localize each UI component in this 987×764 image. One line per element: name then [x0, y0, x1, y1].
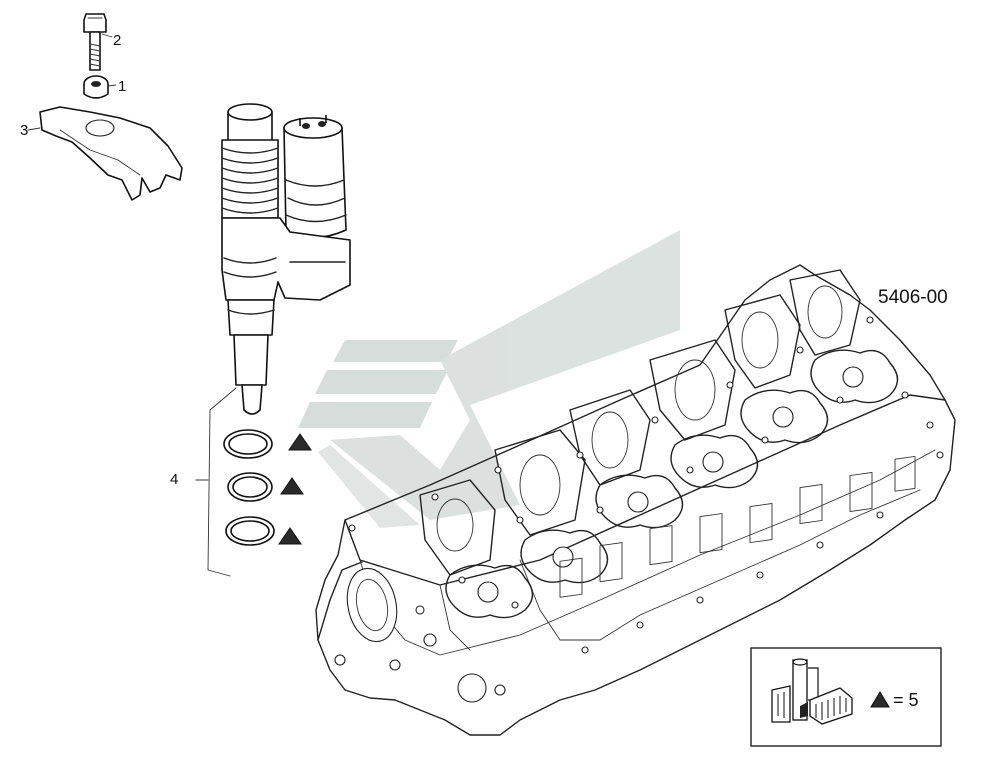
cylinder-head [315, 264, 956, 736]
callout-number: 1 [118, 78, 126, 95]
unit-injector [195, 103, 351, 577]
screw-part-2 [83, 13, 113, 71]
triangle-marker-icon [870, 691, 890, 708]
callout-number: 4 [170, 471, 178, 488]
callout-number: 3 [20, 122, 28, 139]
kit-equals-label: = 5 [893, 690, 919, 710]
brand-logo-watermark [298, 230, 680, 528]
triangle-marker-icon [278, 433, 312, 545]
washer-part-1 [83, 75, 117, 99]
seal-rings-part-4 [223, 429, 275, 546]
callout-number: 2 [113, 32, 121, 49]
kit-parts-icon [771, 658, 853, 725]
bracket-part-3 [27, 106, 183, 201]
drawing-code: 5406-00 [878, 287, 948, 308]
kit-legend: = 5 [750, 647, 942, 747]
